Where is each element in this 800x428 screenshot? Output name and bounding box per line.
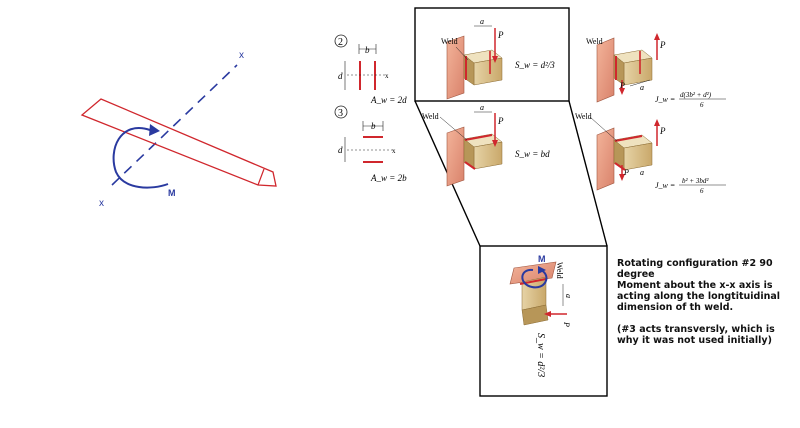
load-arrow-icon <box>492 56 498 63</box>
moment-label: M <box>168 188 176 198</box>
figure-b-weld-label: Weld <box>586 37 603 46</box>
figure-d-load-2: P <box>623 168 629 177</box>
note-line-3: (#3 acts transversly, which is why it wa… <box>617 324 775 346</box>
figure-b-polar: J_w = <box>655 95 675 104</box>
note-line-2: Moment about the x-x axis is acting alon… <box>617 280 781 313</box>
rotated-load: P <box>562 321 571 327</box>
left-weld-sketch: x x M <box>80 50 277 209</box>
rotated-dim: a <box>564 294 573 298</box>
axis-label-top: x <box>239 50 244 61</box>
figure-d-bracket <box>589 116 660 191</box>
axis-label-bottom: x <box>99 198 104 209</box>
rotated-moment-arrowhead-icon <box>538 266 546 274</box>
figure-c-load: P <box>497 116 504 126</box>
connector-line-right <box>568 100 608 247</box>
config-3-number: 3 <box>338 108 343 119</box>
config-2-number: 2 <box>338 37 343 48</box>
figure-d-weld-label: Weld <box>575 112 592 121</box>
figure-a-formula: S_w = d²/3 <box>515 60 555 70</box>
weld-plate-outline <box>80 98 277 187</box>
rotated-moment-label: M <box>538 254 546 264</box>
config-2-area: A_w = 2d <box>370 95 407 105</box>
rotated-formula: S_w = d²/3 <box>535 333 546 377</box>
rotated-figure <box>509 261 567 326</box>
x-axis-dashed-line <box>111 64 238 186</box>
figure-b-bracket <box>596 33 660 103</box>
highlight-box-bottom <box>479 245 608 397</box>
figure-c-dim: a <box>480 103 484 112</box>
rotated-moment-arrow <box>521 268 548 289</box>
figure-c-weld-label: Weld <box>422 112 439 121</box>
figure-c-bracket <box>439 111 503 187</box>
rotated-weld-label: Weld <box>555 262 564 279</box>
figure-b-denominator: 6 <box>700 101 704 109</box>
config-2-dim-d: d <box>338 71 343 81</box>
config-2-dim-b: b <box>365 45 370 55</box>
note-line-1: Rotating configuration #2 90 degree <box>617 258 773 280</box>
config-2-number-circle <box>334 34 348 48</box>
figure-a-load: P <box>497 30 504 40</box>
svg-text:x: x <box>385 72 389 80</box>
moment-arrow <box>112 127 169 189</box>
weld-plate-edge <box>257 168 265 186</box>
figure-b-numerator: d(3b² + d²) <box>680 91 712 99</box>
config-3-dim-b: b <box>371 121 376 131</box>
figure-b-dim: a <box>640 83 644 92</box>
figure-d-polar: J_w = <box>655 181 675 190</box>
figure-a-dim: a <box>480 17 484 26</box>
figure-b-load-2: P <box>619 81 625 90</box>
figure-d-load: P <box>659 126 666 136</box>
config-3-dim-d: d <box>338 145 343 155</box>
figure-d-dim: a <box>640 168 644 177</box>
highlight-box-top <box>414 7 570 102</box>
figure-c-formula: S_w = bd <box>515 149 550 159</box>
figure-a-weld-label: Weld <box>441 37 458 46</box>
config-schematics: 2 b x d A_w = 2d 3 b x d A_w = 2b <box>334 34 407 183</box>
config-3-area: A_w = 2b <box>370 173 407 183</box>
svg-text:x: x <box>392 147 396 155</box>
config-3-number-circle <box>334 105 348 119</box>
explanation-note: Rotating configuration #2 90 degree Mome… <box>617 258 792 346</box>
figure-b-load: P <box>659 40 666 50</box>
moment-arrowhead-icon <box>149 124 160 136</box>
figure-a-bracket <box>446 25 503 100</box>
figure-d-denominator: 6 <box>700 187 704 195</box>
figure-d-numerator: b² + 3bd² <box>682 177 709 185</box>
